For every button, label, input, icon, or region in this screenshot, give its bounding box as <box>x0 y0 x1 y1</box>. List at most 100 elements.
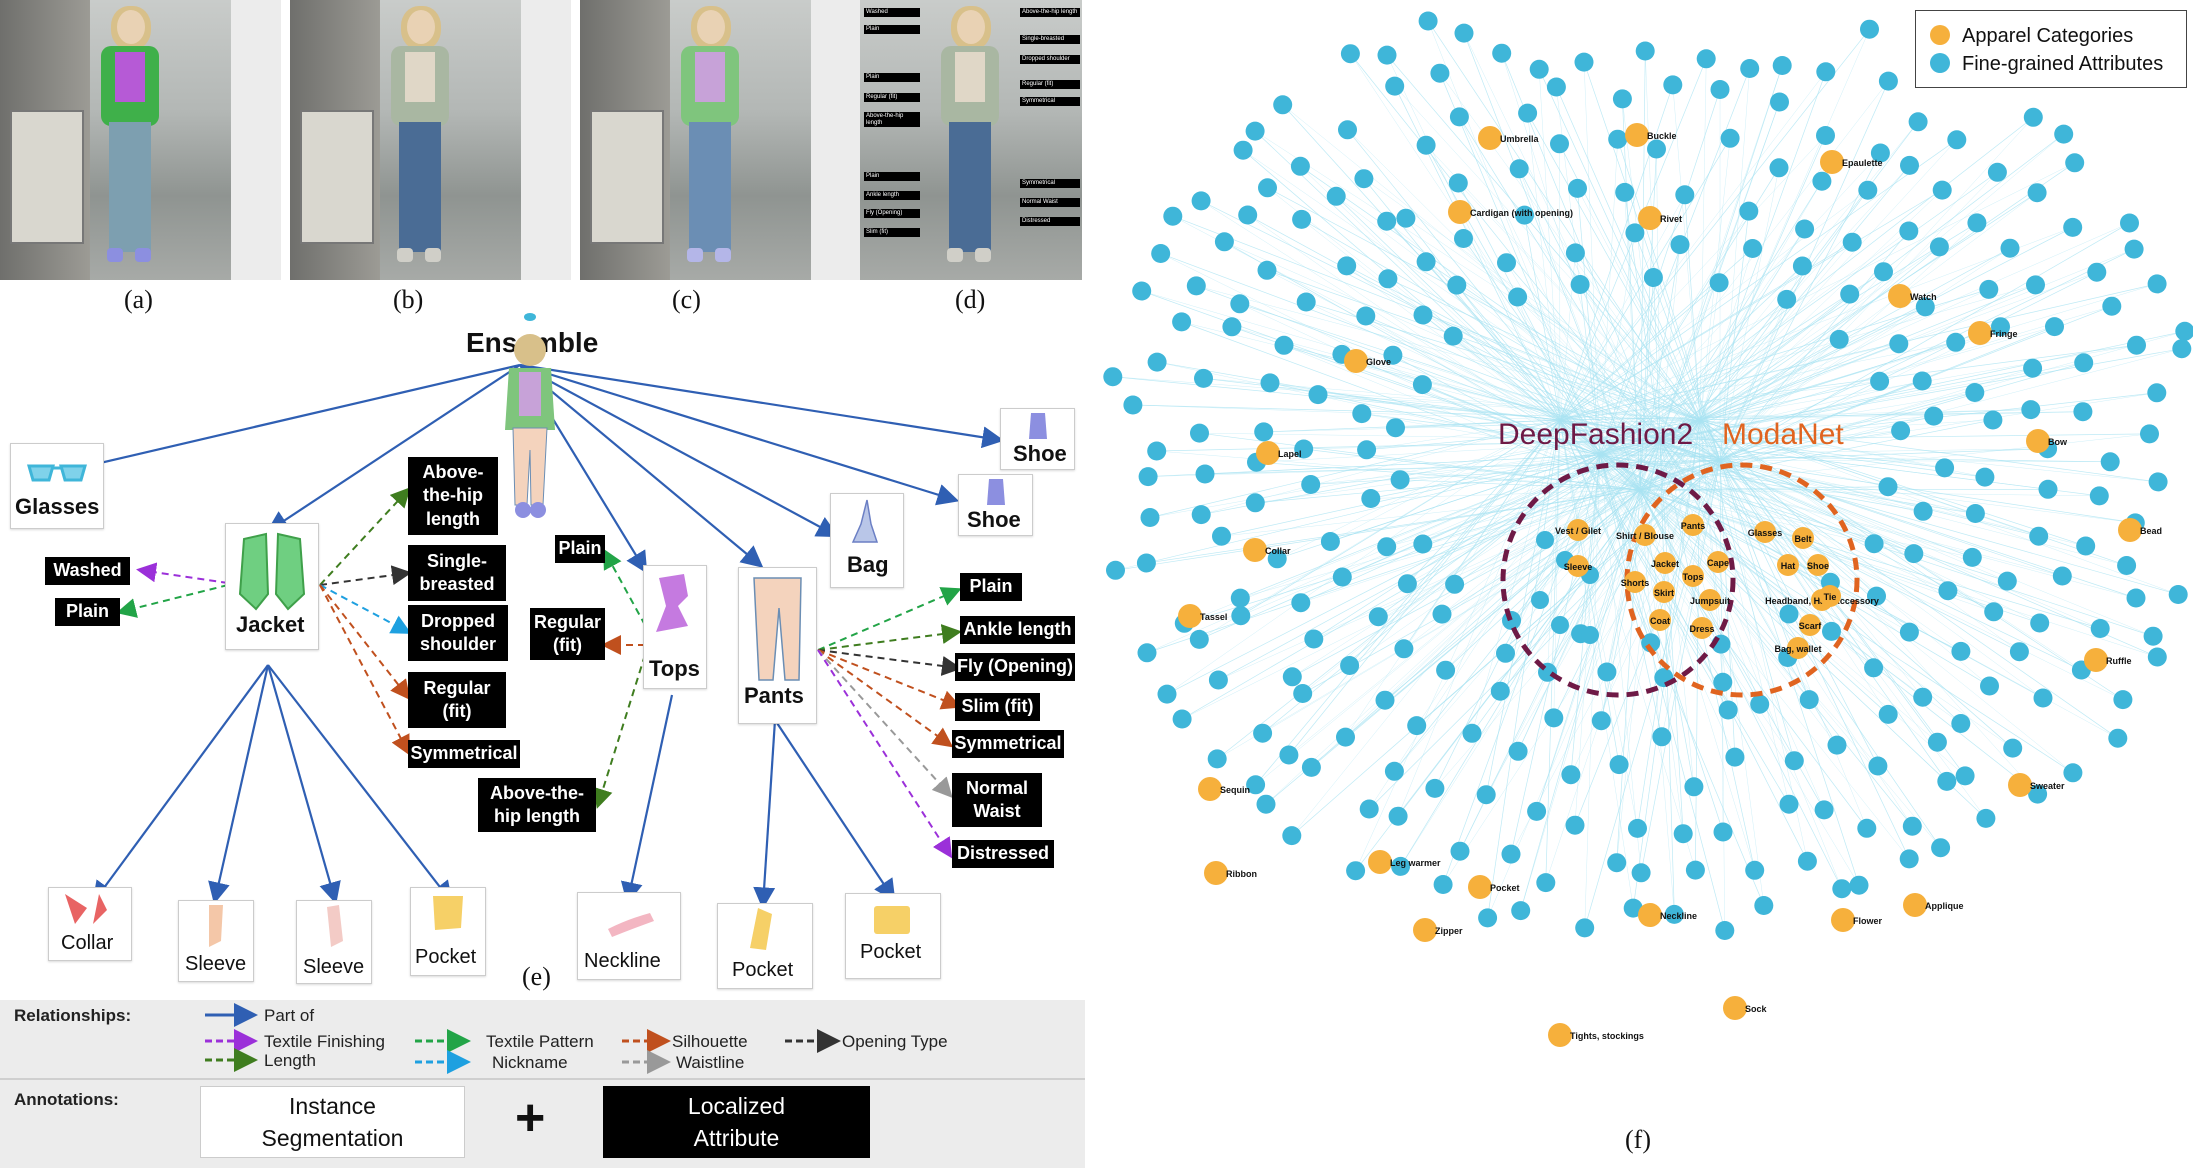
jacket-icon <box>238 532 306 611</box>
attribute-node <box>1212 526 1231 546</box>
legend-category-dot <box>1930 25 1950 45</box>
network-edge <box>1422 454 1601 545</box>
attribute-node <box>1172 709 1192 729</box>
attribute-node <box>1238 205 1258 225</box>
attribute-node <box>1433 875 1453 894</box>
annotations-title: Annotations: <box>14 1090 119 1109</box>
attribute-node <box>2127 335 2146 355</box>
network-edge <box>1579 284 1721 461</box>
attribute-node <box>1652 727 1672 747</box>
attribute-node <box>1246 775 1266 795</box>
attribute-node <box>1337 256 1357 276</box>
network-edge <box>1639 148 1657 491</box>
caption-b: (b) <box>393 285 424 314</box>
category-node-label: Tops <box>1683 572 1704 582</box>
network-edge <box>1422 459 1721 545</box>
photo-d-label-right: Normal Waist <box>1020 198 1080 207</box>
network-edge <box>1387 278 1701 421</box>
network-edge <box>1157 361 1601 456</box>
attribute-node <box>1490 681 1510 701</box>
category-node-label: Ribbon <box>1226 869 1257 879</box>
attribute-node <box>1454 229 1473 248</box>
category-node-label: Cape <box>1707 558 1729 568</box>
attribute-node <box>1913 501 1933 521</box>
attribute-node <box>1340 656 1360 675</box>
network-edge <box>1254 130 1561 421</box>
network-edge <box>1570 454 1601 775</box>
attribute-node <box>1816 126 1835 145</box>
network-edge <box>1559 282 1720 421</box>
attribute-node <box>1899 849 1919 869</box>
attribute-node <box>1282 826 1302 846</box>
attribute-node <box>1565 243 1585 263</box>
network-edge <box>1369 454 1601 810</box>
category-node-label: Rivet <box>1660 214 1682 224</box>
attribute-node <box>1356 306 1376 326</box>
attribute-node <box>1568 178 1587 198</box>
network-edge <box>1699 135 1826 421</box>
network-edge <box>1559 419 1652 643</box>
network-edge <box>1659 439 1760 705</box>
network-edge <box>1624 192 1641 491</box>
category-node-label: Bead <box>2140 526 2162 536</box>
attribute-node <box>1720 128 1740 148</box>
attribute-node <box>1715 921 1735 940</box>
attribute-node <box>1912 371 1932 391</box>
shoe-label-1: Shoe <box>1013 441 1067 466</box>
network-edge <box>1659 348 2182 441</box>
attribute-node <box>1430 63 1450 83</box>
attribute-node <box>1772 56 1792 75</box>
attribute-node <box>1864 534 1884 554</box>
legend-attribute-dot <box>1930 53 1950 73</box>
network-edge <box>1599 430 1901 456</box>
network-edge <box>1283 345 1641 491</box>
network-edge <box>1639 486 1889 491</box>
attribute-node <box>1927 732 1947 752</box>
attribute-node <box>1816 62 1836 82</box>
attribute-node <box>2003 738 2023 758</box>
legend-length: Length <box>264 1051 316 1070</box>
network-edge <box>1395 419 1561 429</box>
attribute-node <box>1254 422 1274 442</box>
category-node-label: Jumpsuit <box>1690 596 1730 606</box>
network-edge <box>1392 354 1661 441</box>
shoe-node-1: Shoe <box>1000 408 1075 470</box>
attribute-node <box>1792 256 1812 276</box>
attribute-node <box>1915 297 1935 317</box>
attribute-node <box>2000 238 2020 258</box>
category-node <box>1792 527 1814 549</box>
attribute-node <box>1106 560 1125 580</box>
attribute-node <box>1975 467 1995 487</box>
network-edge <box>1719 271 1884 461</box>
attribute-node <box>2124 239 2144 259</box>
attribute-node <box>2143 626 2163 646</box>
network-edge <box>1517 296 1701 421</box>
attribute-node <box>1191 191 1211 211</box>
network-edge <box>1445 489 1641 671</box>
photo-d-label-left: Ankle length <box>864 191 920 200</box>
category-node <box>1820 150 1844 174</box>
network-edge <box>1453 335 1661 441</box>
attribute-node <box>1136 553 1156 573</box>
attribute-node <box>1797 851 1817 871</box>
network-edge <box>1659 293 1850 441</box>
attribute-node <box>1147 441 1167 461</box>
attribute-node <box>1814 800 1834 820</box>
attribute-node <box>1338 120 1357 140</box>
attribute-node <box>1359 799 1379 819</box>
category-node <box>2118 518 2142 542</box>
attribute-node <box>1829 329 1849 349</box>
attribute-node <box>1245 121 1265 141</box>
network-edge <box>1454 419 1561 585</box>
attribute-node <box>1445 574 1465 594</box>
photo-d-label-right: Distressed <box>1020 217 1080 226</box>
category-node <box>1799 614 1821 636</box>
category-node-label: Sleeve <box>1564 562 1593 572</box>
category-node <box>1682 565 1704 587</box>
network-edge <box>1239 303 1661 441</box>
network-edge <box>1699 284 2036 421</box>
part-collar-node: Collar <box>48 887 132 961</box>
category-node-label: Neckline <box>1660 911 1697 921</box>
attribute-node <box>1860 19 1879 39</box>
attribute-node <box>1625 223 1645 243</box>
